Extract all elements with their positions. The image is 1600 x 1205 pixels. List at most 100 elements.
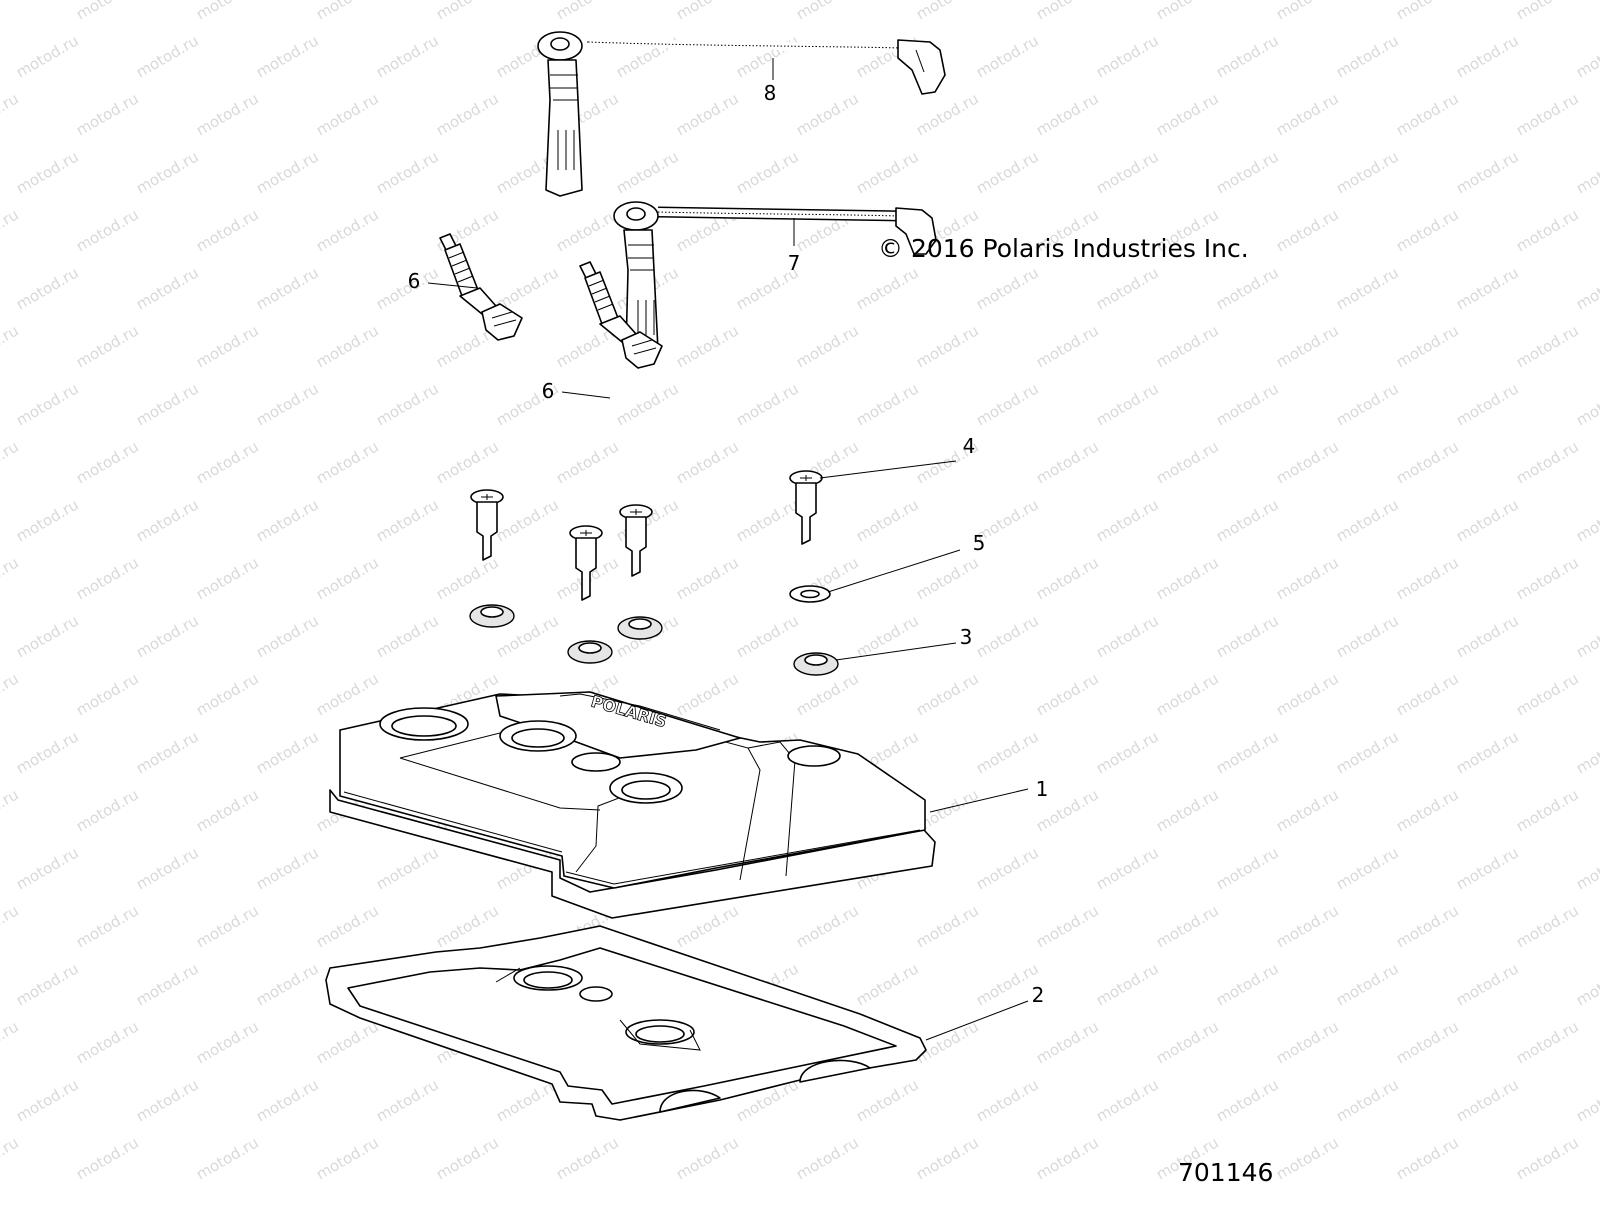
watermark-text: motod.ru [1153,785,1222,835]
watermark-text: motod.ru [673,553,742,603]
watermark-text: motod.ru [1333,727,1402,777]
cover-bolt[interactable] [569,525,603,601]
watermark-text: motod.ru [853,959,922,1009]
watermark-text: motod.ru [13,959,82,1009]
watermark-text: motod.ru [1093,843,1162,893]
cover-bolt[interactable] [619,504,653,577]
watermark-text: motod.ru [1333,843,1402,893]
grommet[interactable] [469,604,515,628]
watermark-text: motod.ru [853,263,922,313]
watermark-text: motod.ru [1393,205,1462,255]
watermark-text: motod.ru [1093,31,1162,81]
watermark-text: motod.ru [313,1133,382,1183]
watermark-text: motod.ru [1513,1133,1582,1183]
watermark-text: motod.ru [73,321,142,371]
watermark-text: motod.ru [1333,379,1402,429]
watermark-text: motod.ru [1153,553,1222,603]
leader-line [827,549,961,593]
watermark-text: motod.ru [133,31,202,81]
watermark-text: motod.ru [373,31,442,81]
watermark-text: motod.ru [1273,205,1342,255]
watermark-text: motod.ru [1393,1133,1462,1183]
watermark-text: motod.ru [913,669,982,719]
watermark-text: motod.ru [913,1133,982,1183]
watermark-text: motod.ru [1273,1017,1342,1067]
watermark-text: motod.ru [793,901,862,951]
watermark-text: motod.ru [373,1075,442,1125]
watermark-text: motod.ru [1033,1017,1102,1067]
watermark-text: motod.ru [133,1075,202,1125]
watermark-text: motod.ru [1273,89,1342,139]
watermark-text: motod.ru [1453,379,1522,429]
watermark-text: motod.ru [1213,611,1282,661]
watermark-text: motod.ru [13,843,82,893]
watermark-text: motod.ru [433,205,502,255]
watermark-text: motod.ru [613,379,682,429]
valve-cover[interactable]: POLARIS [329,691,936,919]
watermark-text: motod.ru [0,205,22,255]
watermark-text: motod.ru [853,379,922,429]
watermark-text: motod.ru [973,843,1042,893]
watermark-text: motod.ru [1213,495,1282,545]
watermark-text: motod.ru [0,437,22,487]
watermark-text: motod.ru [1033,0,1102,23]
watermark-text: motod.ru [373,147,442,197]
spark-plug-lower[interactable] [579,261,663,369]
watermark-text: motod.ru [793,0,862,23]
spark-plug-wire-long[interactable] [537,31,946,197]
watermark-text: motod.ru [1453,611,1522,661]
watermark-text: motod.ru [1213,31,1282,81]
watermark-text: motod.ru [1513,89,1582,139]
watermark-text: motod.ru [0,669,22,719]
watermark-text: motod.ru [1453,147,1522,197]
cover-bolt[interactable] [789,470,823,545]
callout-8: 8 [764,81,777,105]
grommet[interactable] [617,616,663,640]
watermark-text: motod.ru [733,495,802,545]
spark-plug-wire-short[interactable] [613,201,937,357]
watermark-text: motod.ru [73,669,142,719]
watermark-text: motod.ru [673,1133,742,1183]
watermark-text: motod.ru [1573,727,1600,777]
watermark-text: motod.ru [1273,785,1342,835]
watermark-text: motod.ru [193,205,262,255]
grommet[interactable] [567,640,613,664]
watermark-text: motod.ru [1153,437,1222,487]
washer[interactable] [789,585,831,603]
watermark-text: motod.ru [973,379,1042,429]
grommet[interactable] [793,652,839,676]
watermark-text: motod.ru [1153,1017,1222,1067]
watermark-text: motod.ru [793,89,862,139]
leader-lines [427,58,1029,1041]
spark-plug-upper[interactable] [439,233,523,341]
watermark-text: motod.ru [1333,263,1402,313]
watermark-text: motod.ru [253,959,322,1009]
watermark-text: motod.ru [1573,379,1600,429]
watermark-text: motod.ru [553,0,622,23]
valve-cover-gasket[interactable] [325,925,927,1121]
watermark-text: motod.ru [913,89,982,139]
watermark-text: motod.ru [793,1133,862,1183]
watermark-text: motod.ru [1213,959,1282,1009]
watermark-text: motod.ru [1573,843,1600,893]
watermark-text: motod.ru [1573,263,1600,313]
watermark-text: motod.ru [373,843,442,893]
watermark-text: motod.ru [853,611,922,661]
watermark-text: motod.ru [193,901,262,951]
watermark-text: motod.ru [73,205,142,255]
watermark-text: motod.ru [373,611,442,661]
cover-bolt[interactable] [470,489,504,561]
watermark-text: motod.ru [673,89,742,139]
leader-line [835,642,957,661]
watermark-text: motod.ru [1273,0,1342,23]
watermark-text: motod.ru [1573,495,1600,545]
watermark-text: motod.ru [73,901,142,951]
watermark-text: motod.ru [733,611,802,661]
watermark-text: motod.ru [73,437,142,487]
watermark-text: motod.ru [673,0,742,23]
watermark-text: motod.ru [733,379,802,429]
watermark-text: motod.ru [73,553,142,603]
watermark-text: motod.ru [1213,147,1282,197]
watermark-text: motod.ru [853,495,922,545]
watermark-text: motod.ru [1453,495,1522,545]
